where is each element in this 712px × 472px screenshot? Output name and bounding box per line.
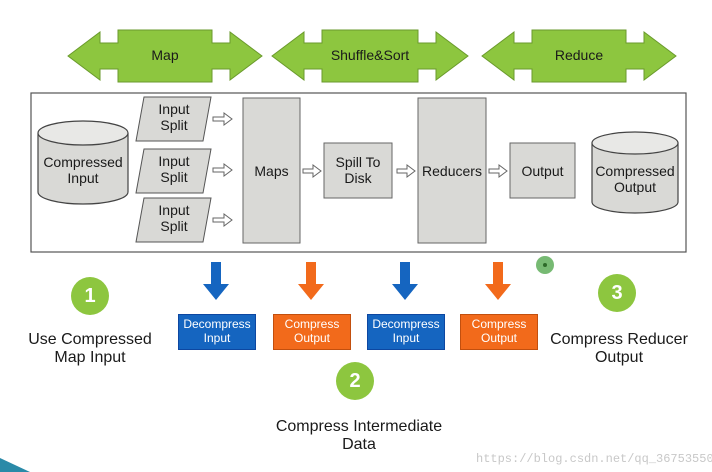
maps-box [242, 97, 301, 244]
callout-number-1: 1 [71, 277, 109, 315]
down-arrow-blue-1 [203, 262, 229, 300]
compressed-output-cylinder [591, 131, 679, 214]
input-split-shape-2 [135, 148, 212, 194]
reduce-phase-label: Reduce [554, 47, 604, 63]
reducers-box [417, 97, 487, 244]
down-arrow-blue-2 [392, 262, 418, 300]
watermark-url: https://blog.csdn.net/qq_36753550 [476, 452, 712, 466]
green-dot-center [543, 263, 547, 267]
reducers-label: Reducers [422, 163, 482, 179]
input-split-shape-1 [135, 96, 212, 142]
spill-to-disk-label: Spill To Disk [335, 154, 381, 187]
shuffle-phase-arrow [271, 29, 469, 83]
input-split-label-2: Input Split [158, 153, 190, 186]
callout-text-2: Compress Intermediate Data [275, 418, 443, 454]
down-arrow-orange-2 [485, 262, 511, 300]
split-to-maps-arrow-3 [212, 213, 233, 227]
callout-text-3: Compress Reducer Output [550, 331, 688, 367]
reducers-to-output-arrow [488, 164, 508, 178]
split-to-maps-arrow-2 [212, 163, 233, 177]
spill-box [323, 142, 393, 199]
callout-text-1: Use Compressed Map Input [28, 331, 152, 367]
compress-output-box-2: Compress Output [460, 314, 538, 350]
decompress-input-box-2: Decompress Input [367, 314, 445, 350]
compress-output-label-1: Compress Output [284, 317, 340, 345]
split-to-maps-arrow-1 [212, 112, 233, 126]
maps-label: Maps [254, 163, 289, 179]
corner-accent [0, 458, 30, 472]
compressed-output-label: Compressed Output [595, 163, 675, 196]
decompress-input-label-1: Decompress Input [183, 317, 251, 345]
maps-to-spill-arrow [302, 164, 322, 178]
compress-output-label-2: Compress Output [471, 317, 527, 345]
reduce-phase-arrow [481, 29, 677, 83]
down-arrow-orange-1 [298, 262, 324, 300]
decompress-input-box-1: Decompress Input [178, 314, 256, 350]
map-phase-label: Map [151, 47, 179, 63]
shuffle-phase-label: Shuffle&Sort [330, 47, 410, 63]
callout-number-3: 3 [598, 274, 636, 312]
compressed-input-cylinder [37, 120, 129, 205]
compressed-input-label: Compressed Input [43, 154, 123, 187]
input-split-shape-3 [135, 197, 212, 243]
input-split-label-1: Input Split [158, 101, 190, 134]
decompress-input-label-2: Decompress Input [372, 317, 440, 345]
output-box [509, 142, 576, 199]
input-split-label-3: Input Split [158, 202, 190, 235]
callout-number-2: 2 [336, 362, 374, 400]
map-phase-arrow [67, 29, 263, 83]
output-label: Output [521, 163, 564, 179]
compress-output-box-1: Compress Output [273, 314, 351, 350]
spill-to-reducers-arrow [396, 164, 416, 178]
